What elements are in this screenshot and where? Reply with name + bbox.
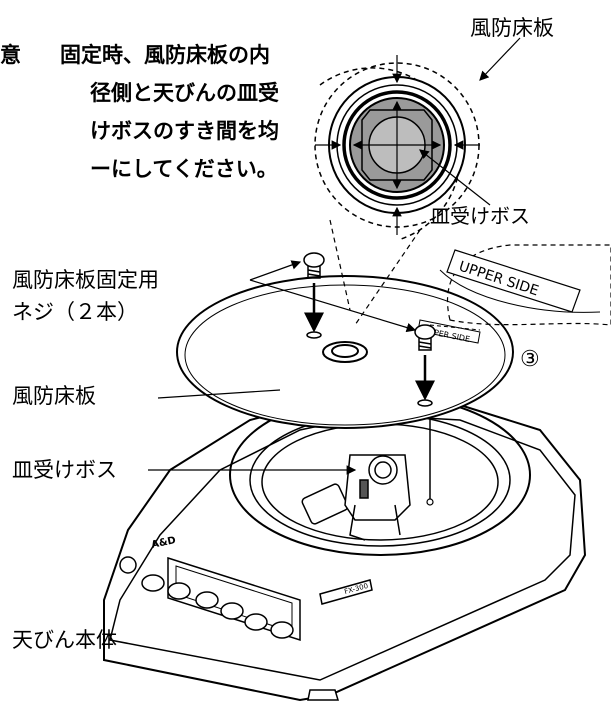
caution-note: 意 固定時、風防床板の内 径側と天びんの皿受 けボスのすき間を均 ーにしてください… <box>0 36 279 188</box>
step-number: ③ <box>520 347 540 372</box>
label-balance-body: 天びん本体 <box>12 628 117 652</box>
label-pan-boss-top: 皿受けボス <box>430 204 530 228</box>
balance-foot <box>307 689 340 701</box>
leader-lines <box>148 37 521 475</box>
label-floor-plate: 風防床板 <box>12 384 96 408</box>
note-line-2: 径側と天びんの皿受 <box>90 81 279 105</box>
screw-right <box>414 324 436 407</box>
balance-body <box>103 393 587 702</box>
balance-front-panel <box>119 556 373 642</box>
floor-plate <box>176 275 514 429</box>
note-line-3: けボスのすき間を均 <box>90 119 279 143</box>
note-line-1: 固定時、風防床板の内 <box>60 43 270 67</box>
brand-marking: A&D <box>150 535 177 551</box>
label-screws-line2: ネジ（２本） <box>12 300 138 324</box>
label-screws-line1: 風防床板固定用 <box>12 268 159 292</box>
zoom-detail <box>314 55 480 326</box>
pan-boss-mechanism <box>301 454 411 541</box>
note-line-4: ーにしてください。 <box>90 157 278 181</box>
note-lead: 意 <box>0 43 21 67</box>
label-pan-boss: 皿受けボス <box>12 458 117 482</box>
label-floor-plate-top: 風防床板 <box>470 16 554 40</box>
screw-left <box>303 252 325 339</box>
